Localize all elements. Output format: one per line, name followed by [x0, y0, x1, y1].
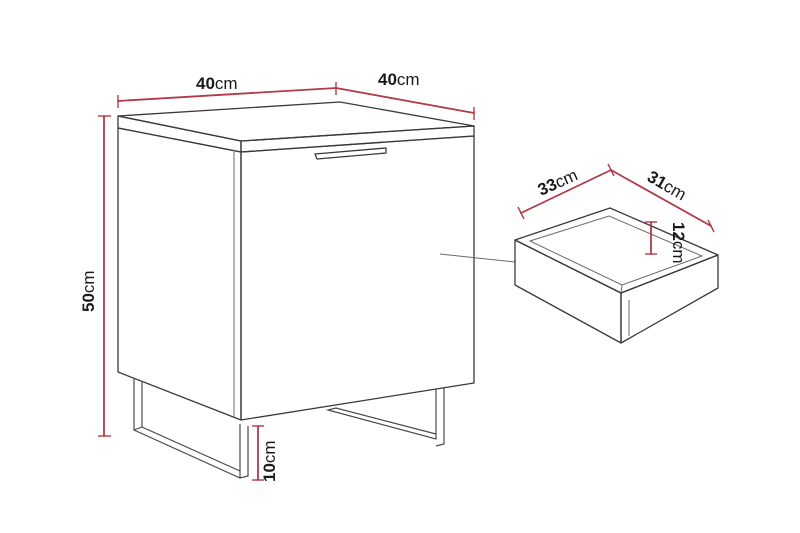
dim-line-drawer-width [520, 169, 612, 214]
cabinet [117, 101, 516, 421]
dim-line-cabinet-width [117, 87, 337, 102]
label-drawer-height: 12cm [669, 222, 688, 264]
cabinet-side-panel [117, 127, 242, 421]
label-leg-height: 10cm [260, 440, 279, 482]
drawer-side [514, 239, 622, 344]
leg-right [325, 387, 445, 447]
label-cabinet-depth: 40cm [378, 70, 420, 89]
leg-left [133, 378, 249, 479]
dim-line-drawer-depth [610, 169, 712, 227]
dim-line-cabinet-depth [335, 87, 475, 114]
cabinet-top [117, 101, 475, 142]
label-cabinet-height: 50cm [79, 270, 98, 312]
drawer-inner [528, 215, 704, 286]
dimension-labels: 40cm 40cm 50cm 10cm 33cm 31cm 12cm [79, 70, 690, 482]
label-drawer-depth: 31cm [644, 167, 690, 204]
door-handle [314, 147, 387, 160]
legs [133, 378, 445, 479]
drawer [514, 207, 719, 344]
dimension-lines [98, 82, 715, 481]
drawer-pointer-line [439, 253, 516, 263]
cabinet-top-edge [117, 115, 242, 153]
label-cabinet-width: 40cm [196, 74, 238, 93]
cabinet-door [240, 135, 475, 421]
